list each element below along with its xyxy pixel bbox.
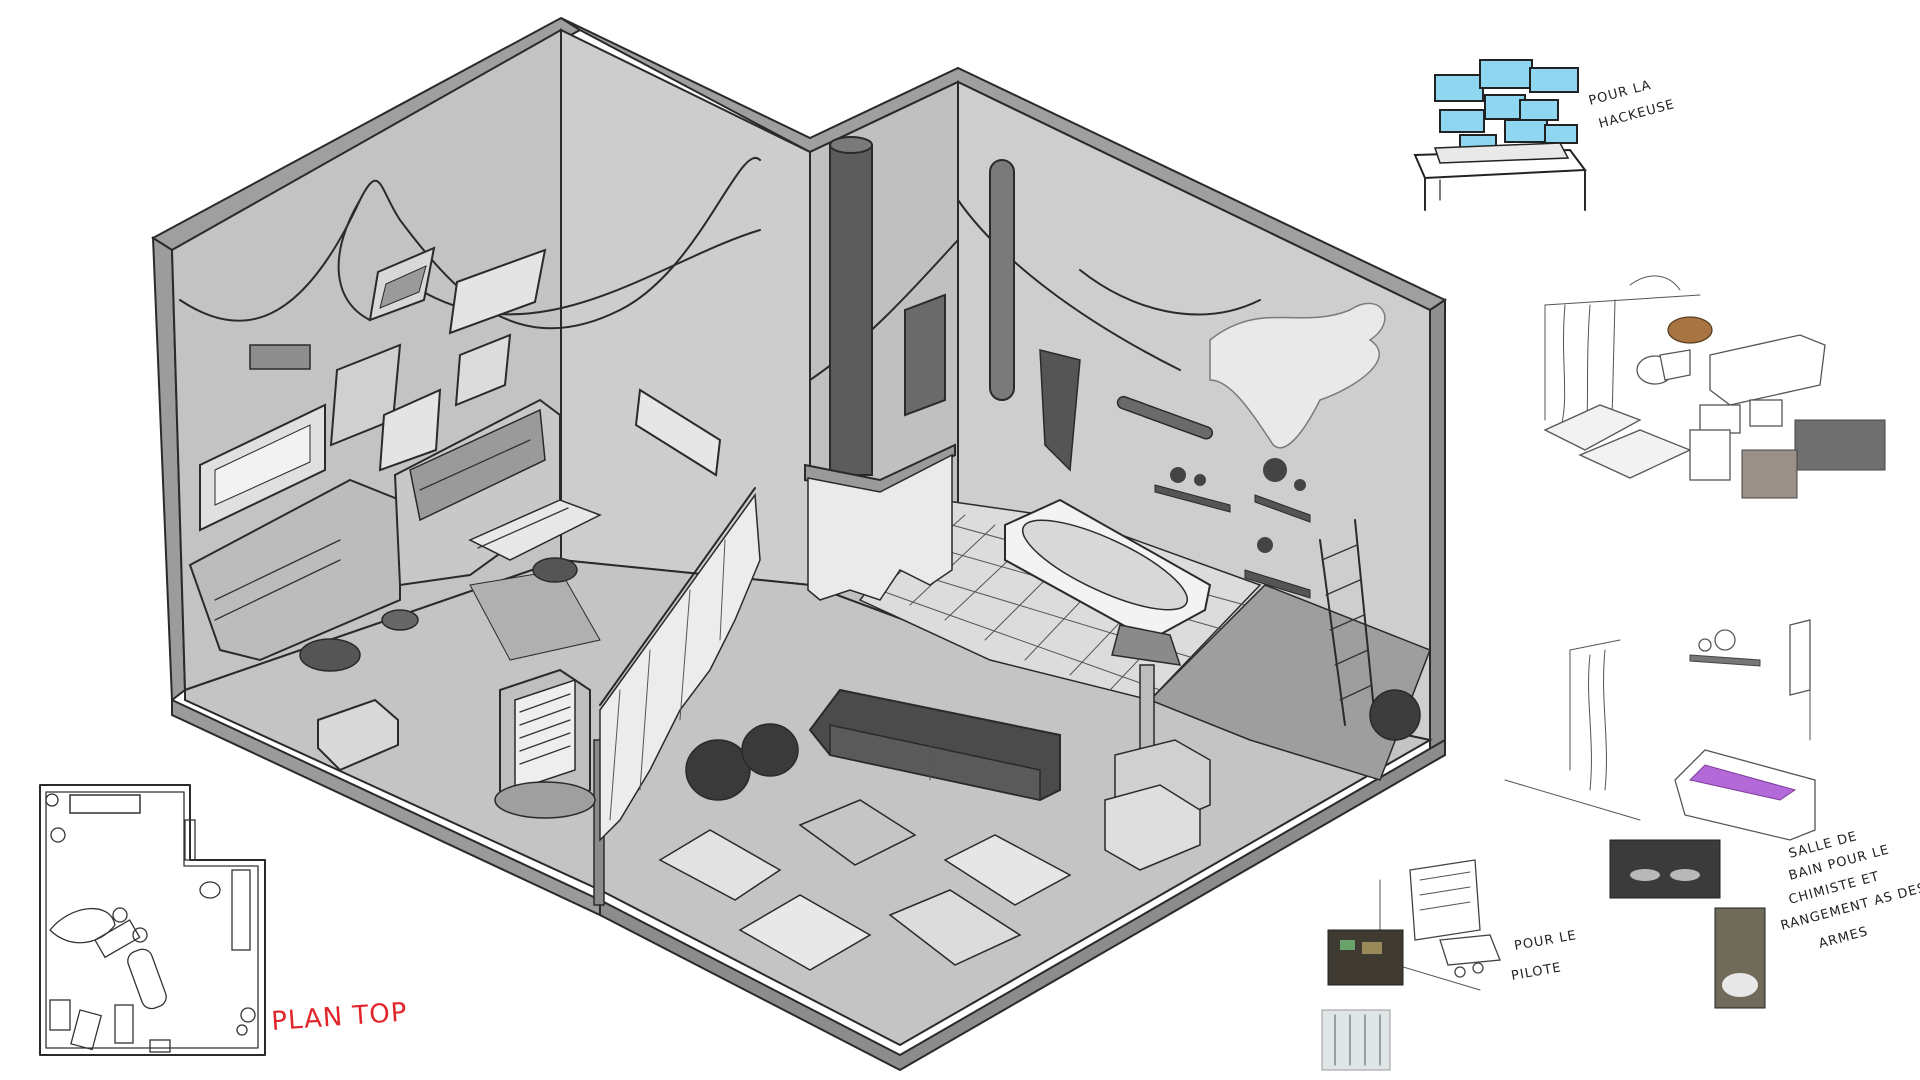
metal-floor-plates bbox=[469, 569, 1431, 781]
floor-slab-edge bbox=[599, 738, 1446, 1072]
isometric-room bbox=[151, 16, 1448, 1072]
bathtub bbox=[1004, 498, 1212, 642]
pilot-note-line1: POUR LE bbox=[1513, 928, 1578, 954]
wall-mirror bbox=[904, 293, 946, 417]
living-area-sketch bbox=[1543, 275, 1886, 499]
shower-enclosure bbox=[804, 443, 956, 601]
floor-mattresses bbox=[658, 799, 1072, 971]
bathroom-sketch: SALLE DE BAIN POUR LE CHIMISTE ET RANGEM… bbox=[1504, 619, 1920, 1009]
back-middle-wall bbox=[560, 28, 811, 587]
ladder bbox=[1319, 519, 1376, 726]
chemist-shelves bbox=[1154, 458, 1311, 599]
pilot-engine-station bbox=[494, 668, 596, 819]
floor-crate bbox=[317, 698, 399, 772]
right-wall-cap bbox=[1429, 298, 1446, 755]
lamp-and-crates bbox=[1104, 624, 1211, 871]
pilot-station-sketch: POUR LE PILOTE bbox=[1321, 859, 1578, 1071]
wall-weapons bbox=[1039, 349, 1214, 472]
hacker-desk bbox=[188, 398, 602, 672]
hanging-monitors bbox=[199, 246, 547, 532]
vertical-pipe bbox=[829, 136, 1015, 476]
bathroom-note-line5: ARMES bbox=[1817, 924, 1870, 952]
trash-bag bbox=[1369, 689, 1421, 741]
pilot-note-line2: PILOTE bbox=[1510, 960, 1563, 984]
leather-sofa bbox=[808, 688, 1061, 802]
smoke-cloud bbox=[1209, 302, 1386, 449]
wall-window bbox=[634, 388, 722, 477]
shower-curtain-left bbox=[599, 487, 761, 842]
plan-top-sketch: PLAN TOP bbox=[39, 784, 408, 1056]
trash-bags-pile bbox=[685, 723, 799, 801]
hacker-station-sketch: POUR LA HACKEUSE bbox=[1413, 59, 1677, 211]
plan-top-label: PLAN TOP bbox=[270, 998, 408, 1037]
